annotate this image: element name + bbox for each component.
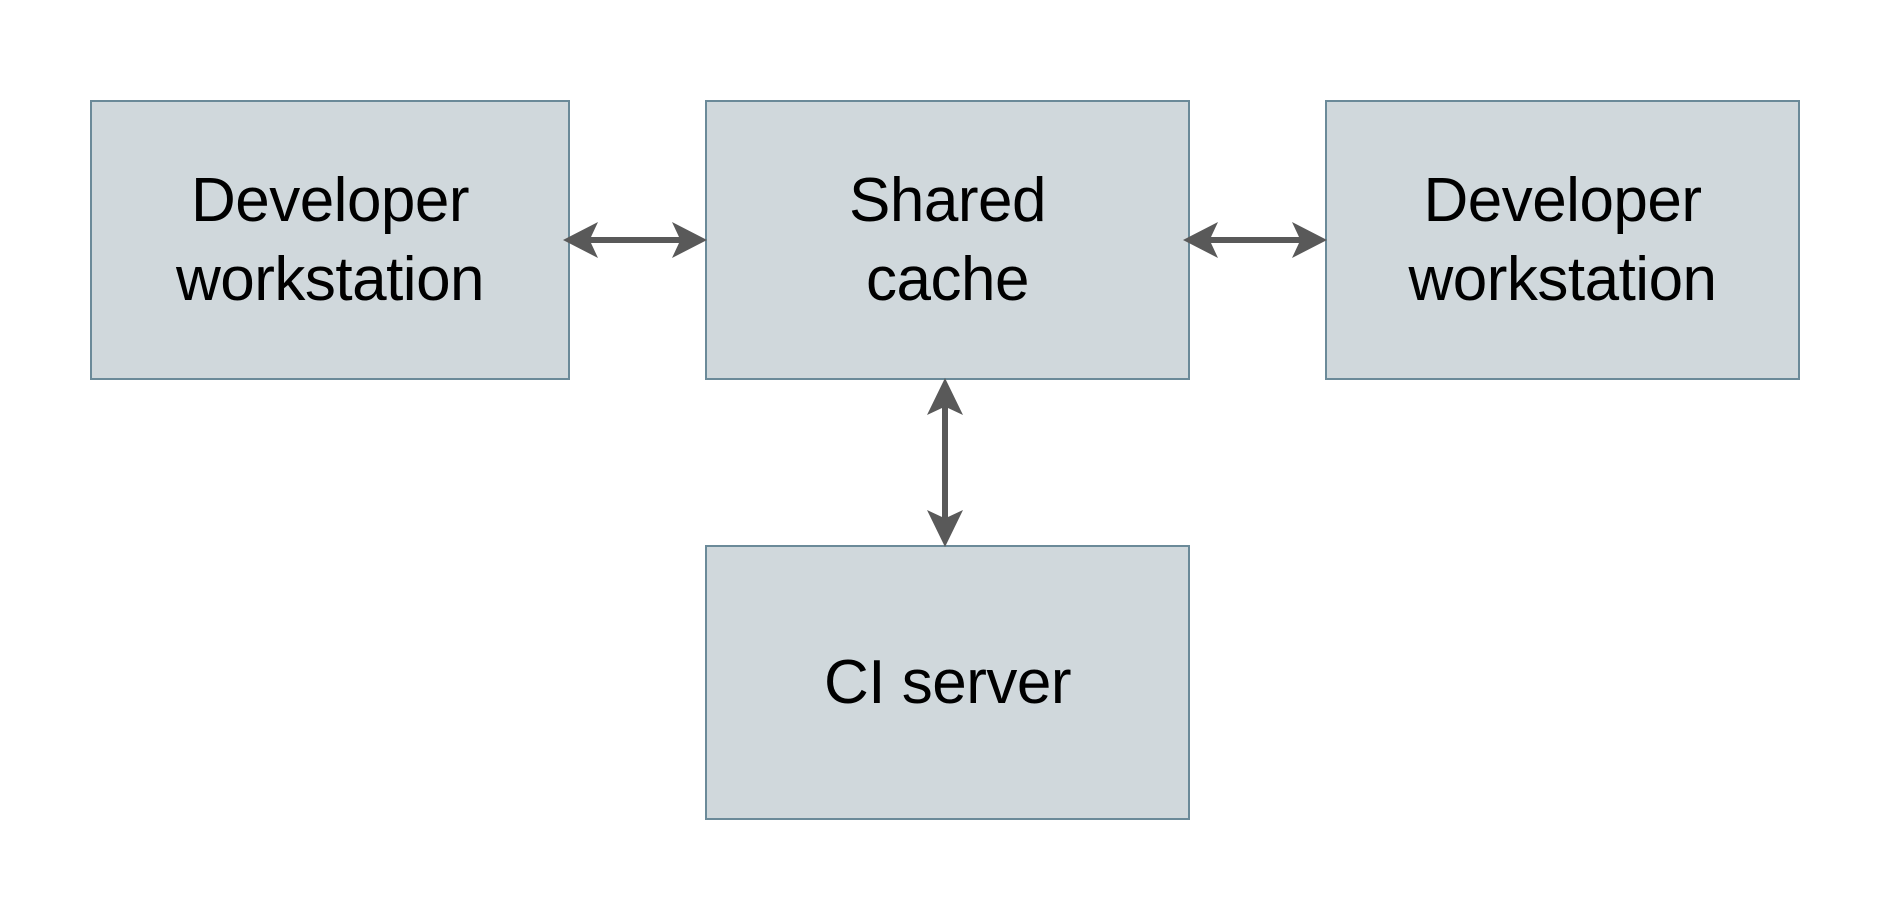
double-arrow-icon bbox=[927, 378, 963, 547]
node-developer-workstation-right[interactable]: Developer workstation bbox=[1325, 100, 1800, 380]
connector-dev-left-to-shared-cache bbox=[563, 222, 707, 258]
node-developer-workstation-left[interactable]: Developer workstation bbox=[90, 100, 570, 380]
node-shared-cache[interactable]: Shared cache bbox=[705, 100, 1190, 380]
node-label-shared-cache: Shared cache bbox=[849, 165, 1046, 314]
node-label-developer-workstation-right: Developer workstation bbox=[1408, 165, 1717, 314]
node-label-developer-workstation-left: Developer workstation bbox=[175, 165, 485, 314]
double-arrow-icon bbox=[563, 222, 707, 258]
connector-shared-cache-to-ci-server bbox=[927, 378, 963, 547]
connector-shared-cache-to-dev-right bbox=[1183, 222, 1327, 258]
node-ci-server[interactable]: CI server bbox=[705, 545, 1190, 820]
node-label-ci-server: CI server bbox=[824, 647, 1071, 717]
double-arrow-icon bbox=[1183, 222, 1327, 258]
